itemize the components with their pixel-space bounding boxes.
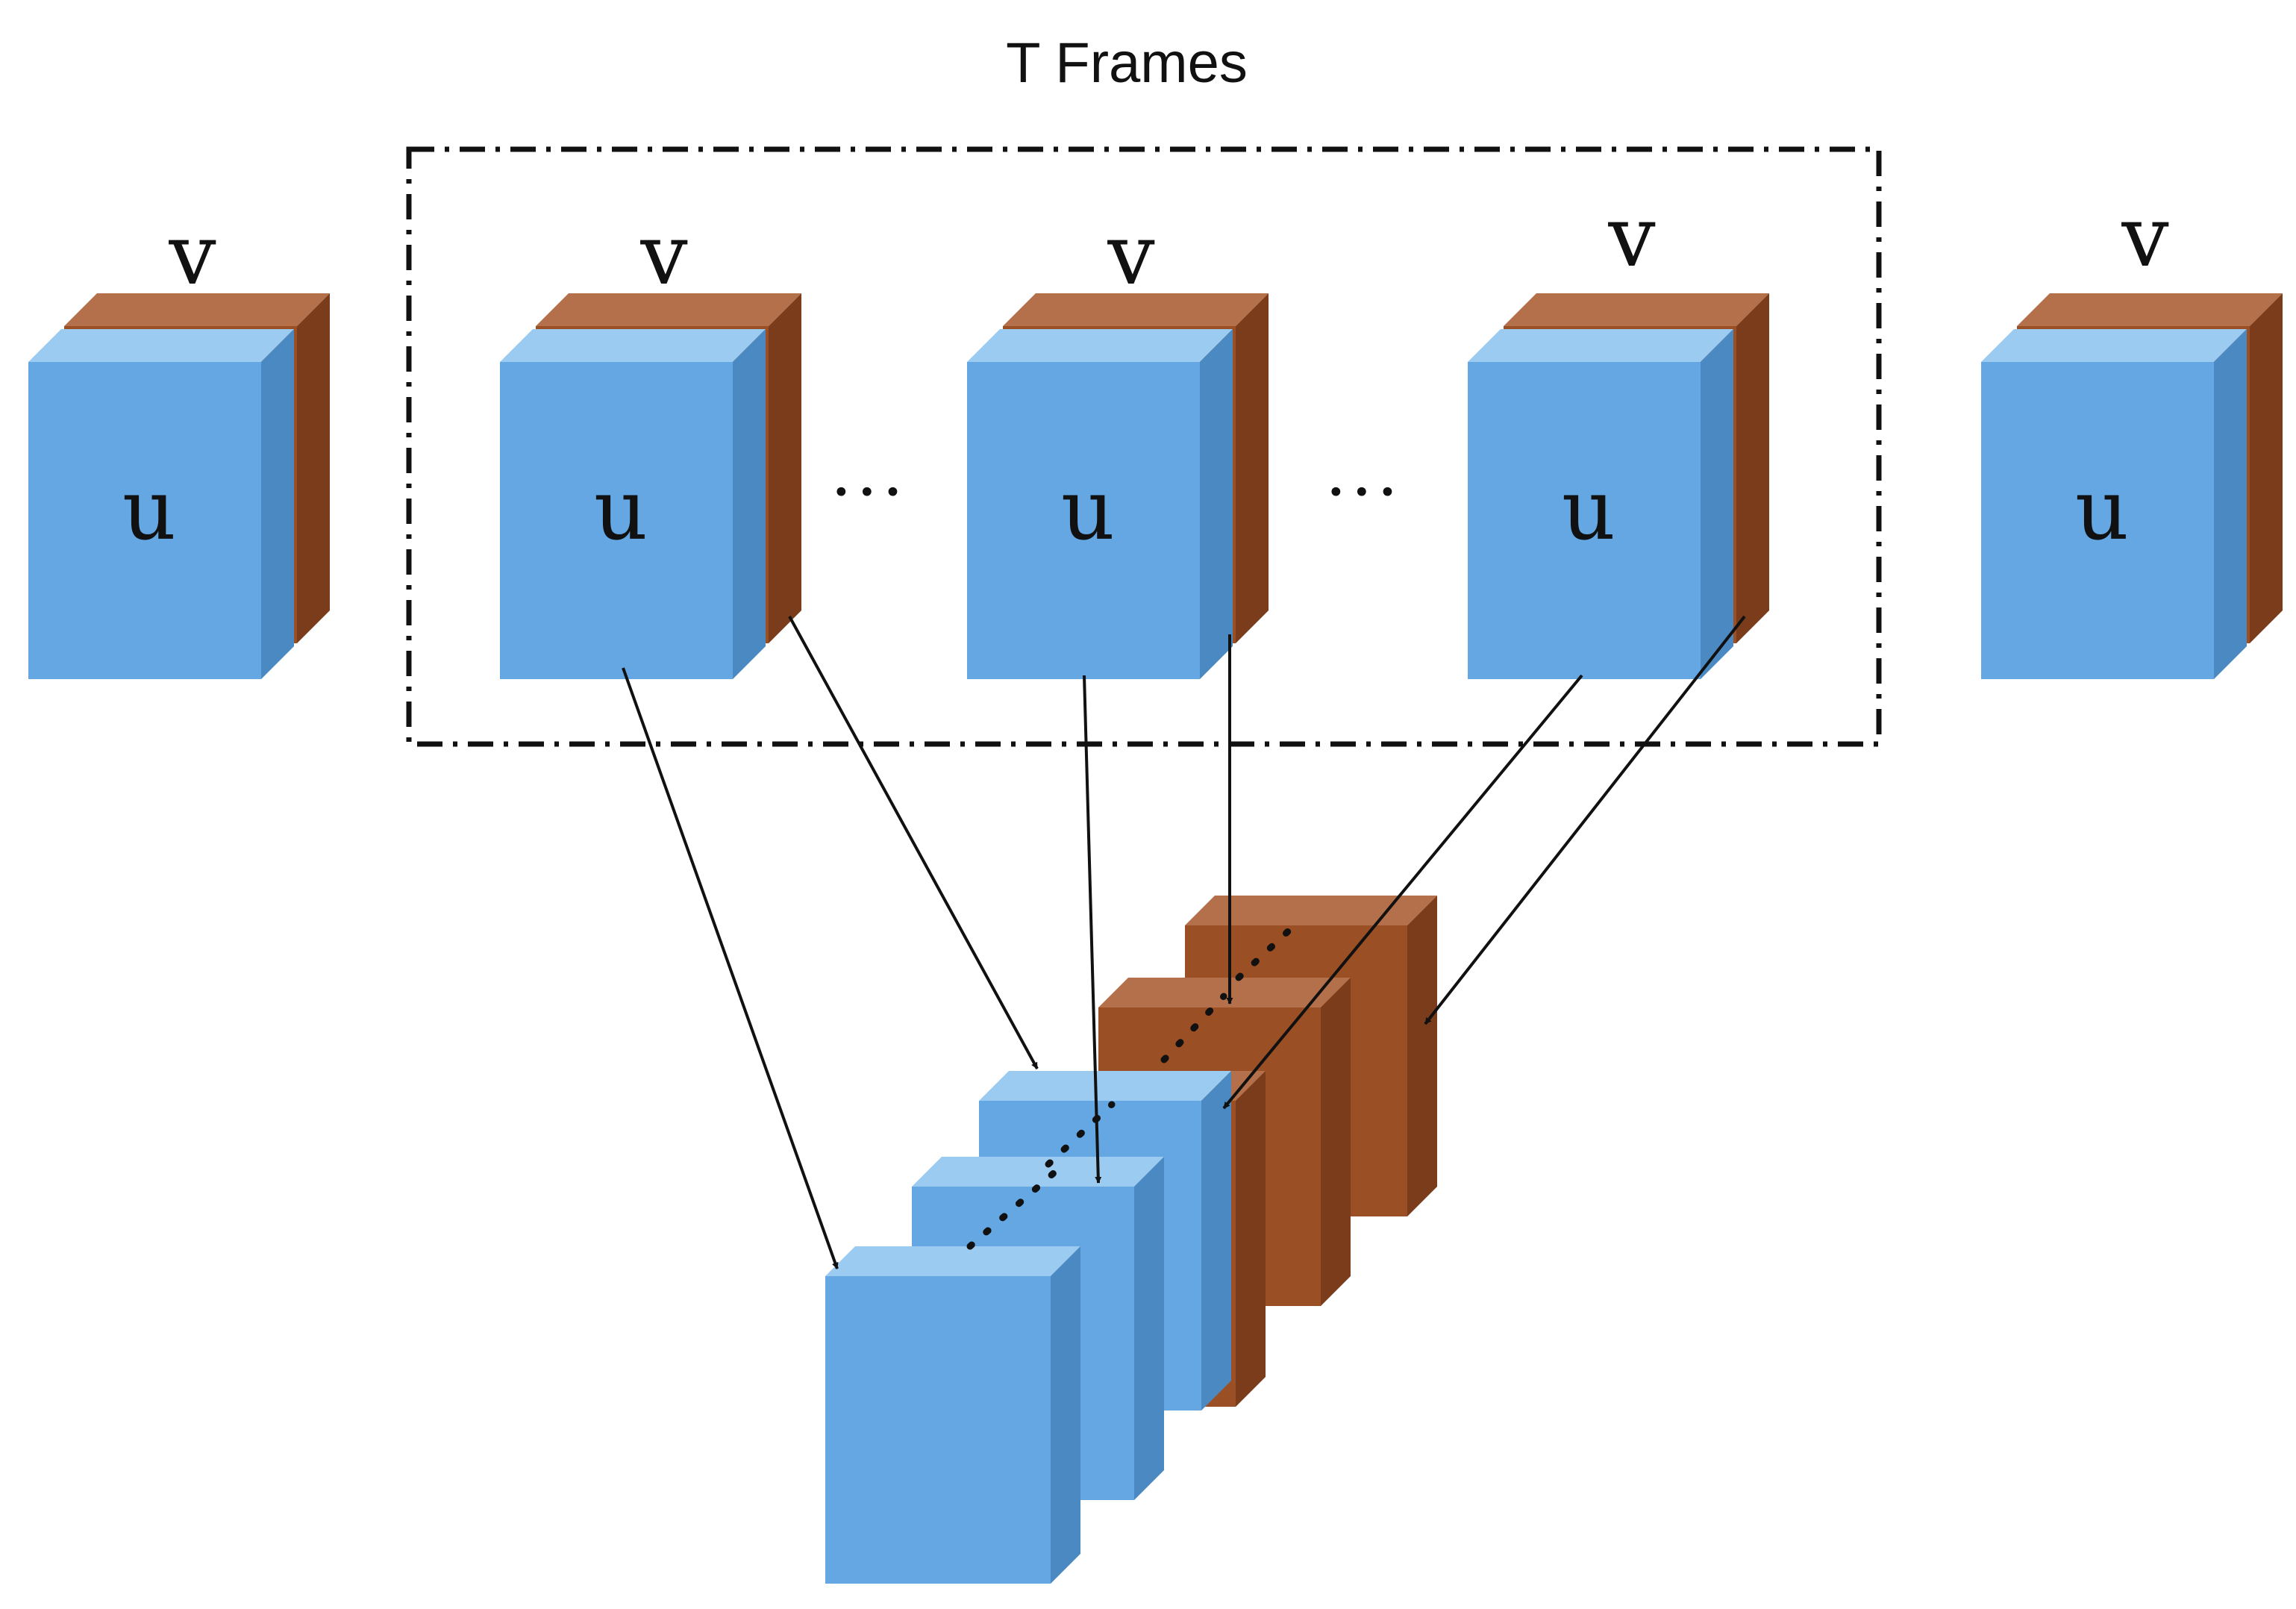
frame-window-2-u-label: u xyxy=(1061,462,1115,559)
mapping-arrows xyxy=(622,615,1746,1269)
stack-u-layer-3-side-face xyxy=(1201,1071,1231,1410)
frame-left-outer-u-label: u xyxy=(122,462,176,559)
frame-ellipsis-1: ··· xyxy=(830,453,908,531)
stack-dots-3 xyxy=(1160,993,1227,1063)
frame-left-outer-u-layer-side-face xyxy=(261,329,294,679)
frame-right-outer-v-layer-top-face xyxy=(2017,293,2283,326)
frame-window-2-u-layer-top-face xyxy=(967,329,1233,362)
frame-window-3-v-label: v xyxy=(1607,189,1655,286)
frame-left-outer: vu xyxy=(28,207,330,679)
mapping-arrow-6 xyxy=(1424,615,1746,1025)
frame-window-1-u-label: u xyxy=(594,462,648,559)
frame-window-1-v-label: v xyxy=(639,207,687,304)
stack-dots-4 xyxy=(1235,918,1302,981)
frame-window-3-u-layer-top-face xyxy=(1468,329,1733,362)
frame-window-1-u-layer-side-face xyxy=(733,329,766,679)
frame-window-1-v-layer-top-face xyxy=(536,293,801,326)
frame-window-2-u-layer xyxy=(967,329,1233,679)
frame-window-2-v-label: v xyxy=(1107,207,1154,304)
frame-window-2-u-layer-front-face xyxy=(967,362,1200,679)
stack-u-layer-1-front-face xyxy=(825,1276,1051,1584)
frame-right-outer-u-layer-top-face xyxy=(1981,329,2247,362)
stack-v-layer-3-top-face xyxy=(1185,896,1437,925)
stack-u-layer-2-top-face xyxy=(912,1157,1164,1187)
frame-right-outer-u-layer xyxy=(1981,329,2247,679)
stack-v-layer-1-side-face xyxy=(1236,1071,1266,1407)
frame-window-2: vu xyxy=(967,207,1269,679)
stacked-flow-volume xyxy=(825,896,1437,1584)
stack-u-layer-3-top-face xyxy=(979,1071,1231,1101)
stack-v-layer-2-top-face xyxy=(1098,978,1351,1007)
frame-window-3-u-label: u xyxy=(1562,462,1615,559)
frame-ellipsis-2: ··· xyxy=(1325,453,1403,531)
mapping-arrow-5 xyxy=(1222,674,1583,1110)
stack-u-layer-1-side-face xyxy=(1051,1246,1080,1584)
mapping-arrow-3 xyxy=(1083,675,1102,1184)
frame-window-3-u-layer xyxy=(1468,329,1733,679)
frame-window-2-v-layer-top-face xyxy=(1003,293,1269,326)
frame-window-3: vu xyxy=(1468,189,1769,679)
frame-right-outer: vu xyxy=(1981,189,2283,679)
frame-left-outer-v-layer-top-face xyxy=(64,293,330,326)
stack-u-layer-1 xyxy=(825,1246,1080,1584)
stack-u-layer-2-side-face xyxy=(1134,1157,1164,1500)
frame-left-outer-u-layer-front-face xyxy=(28,362,261,679)
frame-right-outer-v-layer-side-face xyxy=(2250,293,2283,643)
frame-window-3-v-layer-top-face xyxy=(1504,293,1769,326)
frame-window-1-v-layer-side-face xyxy=(769,293,801,643)
frame-left-outer-v-label: v xyxy=(168,207,216,304)
stack-v-layer-3-side-face xyxy=(1407,896,1437,1216)
frame-window-2-u-layer-side-face xyxy=(1200,329,1233,679)
frame-right-outer-u-layer-side-face xyxy=(2214,329,2247,679)
frame-window-1-u-layer-front-face xyxy=(500,362,733,679)
frame-window-3-u-layer-front-face xyxy=(1468,362,1701,679)
frame-right-outer-u-label: u xyxy=(2075,462,2129,559)
frame-left-outer-u-layer xyxy=(28,329,294,679)
frame-right-outer-v-label: v xyxy=(2121,189,2168,286)
stack-dots-2 xyxy=(1045,1101,1116,1168)
frame-window-3-v-layer-side-face xyxy=(1736,293,1769,643)
stack-u-layer-1-top-face xyxy=(825,1246,1080,1276)
frame-window-2-v-layer-side-face xyxy=(1236,293,1269,643)
frame-window-1: vu xyxy=(500,207,801,679)
stack-v-layer-2-side-face xyxy=(1321,978,1351,1306)
frame-left-outer-u-layer-top-face xyxy=(28,329,294,362)
time-window-box xyxy=(406,146,1882,747)
frame-left-outer-v-layer-side-face xyxy=(297,293,330,643)
frame-right-outer-u-layer-front-face xyxy=(1981,362,2214,679)
mapping-arrow-1 xyxy=(622,667,839,1269)
frame-window-1-u-layer xyxy=(500,329,766,679)
frame-window-3-u-layer-side-face xyxy=(1701,329,1733,679)
stack-dots-1 xyxy=(966,1164,1063,1250)
diagram-title: T Frames xyxy=(1006,31,1248,95)
mapping-arrow-2 xyxy=(788,616,1039,1069)
frame-window-1-u-layer-top-face xyxy=(500,329,766,362)
